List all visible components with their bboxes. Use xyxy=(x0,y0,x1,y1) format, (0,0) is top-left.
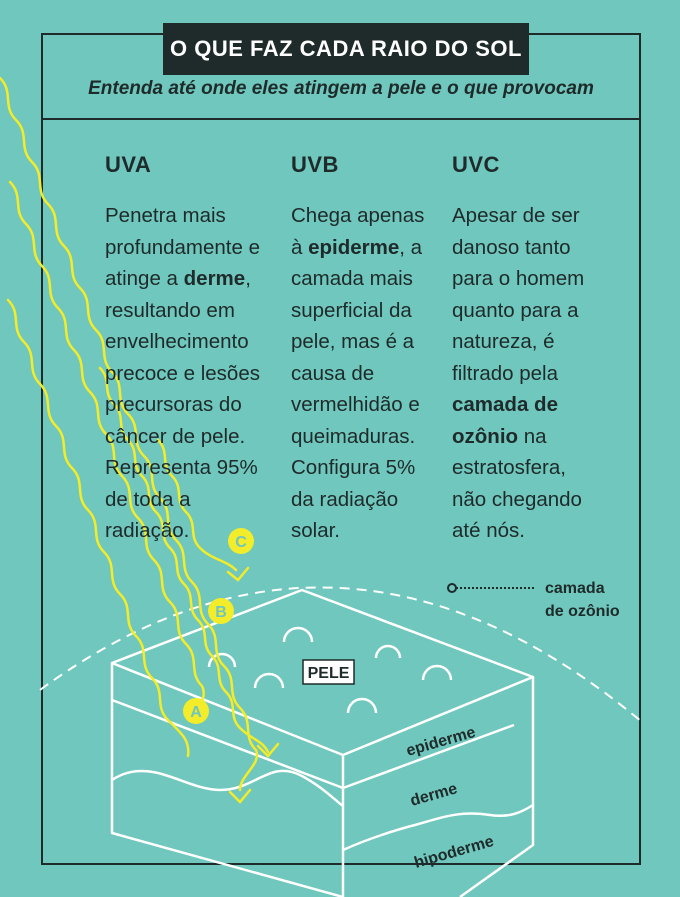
column-uva-text-part: , resultando em envelhecimento precoce e… xyxy=(105,267,260,542)
column-uvb-text-bold: epiderme xyxy=(308,235,400,259)
column-uvc-text-bold: camada de ozônio xyxy=(452,393,558,448)
column-uvc-text-part: na estratosfera, não chegando até nós. xyxy=(452,424,582,543)
page-title: O QUE FAZ CADA RAIO DO SOL xyxy=(163,23,529,75)
marker-b-label: B xyxy=(215,604,227,621)
column-uvc-text: Apesar de ser danoso tanto para o homem … xyxy=(452,200,602,547)
column-uvb-text-part: , a camada mais superficial da pele, mas… xyxy=(291,235,423,543)
ray-uvc-short xyxy=(156,438,238,572)
ozone-label-line2: de ozônio xyxy=(545,603,620,620)
column-uva-text-part: Penetra mais profundamente e atinge a xyxy=(105,204,261,290)
ozone-layer-arc xyxy=(39,586,643,723)
ray-uva xyxy=(0,76,259,792)
arrow-uvc xyxy=(226,566,250,582)
header-divider xyxy=(41,118,641,120)
marker-a: A xyxy=(183,698,209,724)
column-uvb-heading: UVB xyxy=(291,152,339,177)
layer-label-hipoderme: hipoderme xyxy=(412,833,495,872)
skin-block xyxy=(110,588,535,897)
ozone-pointer-dot xyxy=(447,583,457,593)
arrow-uva xyxy=(228,788,252,804)
arrow-uvb xyxy=(256,742,280,758)
marker-c: C xyxy=(228,528,254,554)
marker-a-label: A xyxy=(190,704,202,721)
layer-label-epiderme: epiderme xyxy=(404,724,477,760)
layer-label-derme: derme xyxy=(408,780,459,810)
ray-uvb-1 xyxy=(8,180,205,724)
column-uvb-text-part: Chega apenas à xyxy=(291,204,425,259)
column-uva-text-bold: derme xyxy=(183,267,246,290)
skin-label: PELE xyxy=(308,665,350,682)
marker-b: B xyxy=(208,598,234,624)
column-uva: UVA Penetra mais profundamente e atinge … xyxy=(105,152,280,547)
ray-uvb-2 xyxy=(6,298,190,758)
skin-label-box xyxy=(302,659,355,685)
column-uvc-text-part: Apesar de ser danoso tanto para o homem … xyxy=(452,204,585,385)
column-uvc-heading: UVC xyxy=(452,152,500,177)
ray-uvc xyxy=(98,366,270,754)
column-uvb: UVB Chega apenas à epiderme, a camada ma… xyxy=(291,152,436,547)
column-uvc: UVC Apesar de ser danoso tanto para o ho… xyxy=(452,152,602,547)
page-subtitle: Entenda até onde eles atingem a pele e o… xyxy=(88,78,594,99)
marker-c-label: C xyxy=(235,534,247,551)
column-uva-text: Penetra mais profundamente e atinge a de… xyxy=(105,200,280,547)
column-uvb-text: Chega apenas à epiderme, a camada mais s… xyxy=(291,200,436,547)
ozone-label-line1: camada xyxy=(545,580,605,597)
column-uva-heading: UVA xyxy=(105,152,152,177)
